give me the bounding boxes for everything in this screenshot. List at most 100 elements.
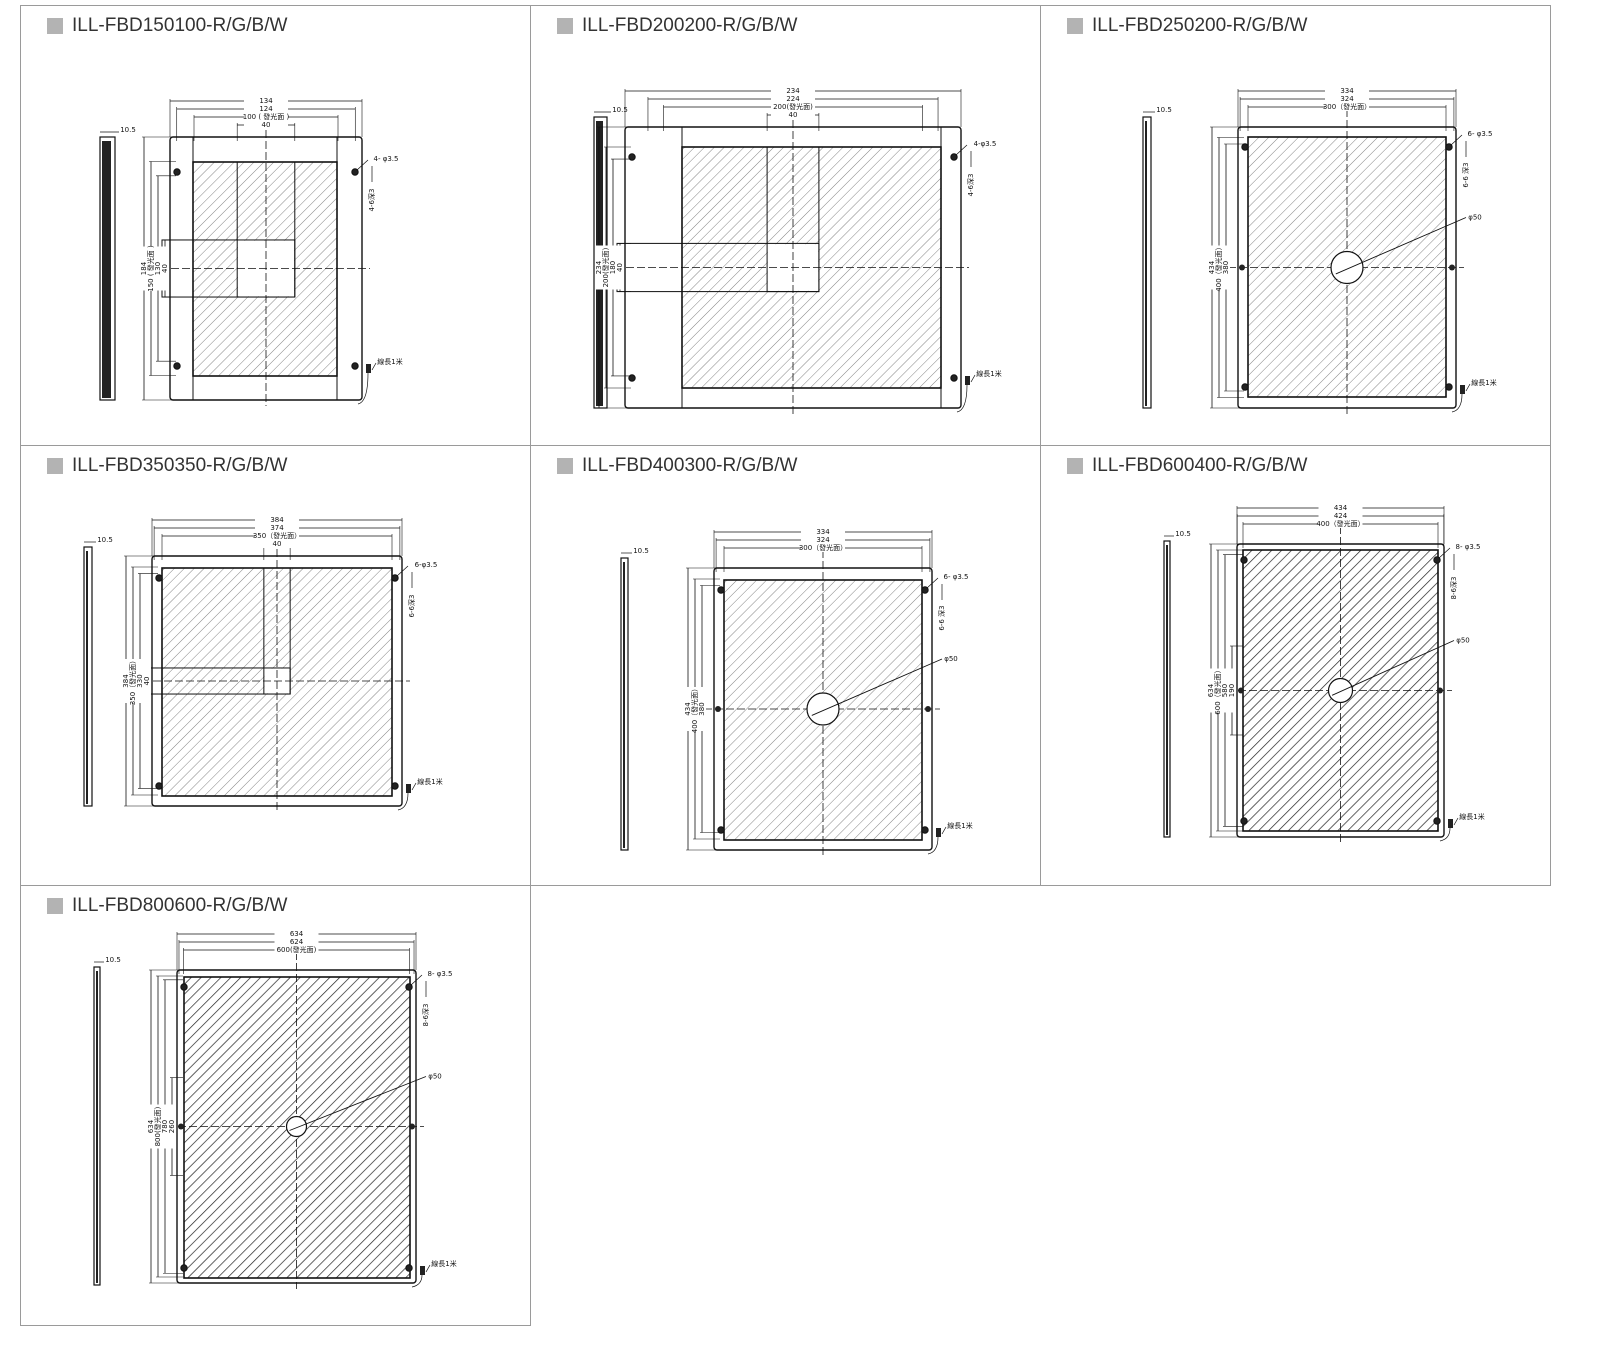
height-dimension-label: 634: [147, 1119, 155, 1133]
height-dimension-label: 180: [609, 261, 617, 274]
leader-line: [410, 974, 423, 986]
connector-icon: [406, 784, 411, 793]
leader-line: [811, 658, 943, 716]
connector-icon: [366, 364, 371, 373]
cable-length-label: 線長1米: [431, 1259, 456, 1268]
title-square-icon: [1067, 18, 1083, 34]
label-background: [771, 103, 815, 111]
label-background: [274, 946, 319, 954]
side-view-body: [1166, 545, 1168, 835]
connector-icon: [1448, 819, 1453, 828]
width-dimension-label: 400（發光面）: [1316, 519, 1364, 528]
height-dimension-label: 384: [122, 674, 130, 688]
height-dimension-label: 200(發光面): [601, 247, 610, 287]
label-background: [255, 532, 299, 540]
cable: [1439, 827, 1451, 842]
width-dimension-label: 634: [290, 930, 304, 938]
product-title-text: ILL-FBD600400-R/G/B/W: [1092, 455, 1308, 476]
hole-spec-label: 8- φ3.5: [428, 970, 453, 978]
label-background: [244, 121, 288, 129]
hole-spec-label: 6- φ3.5: [944, 573, 969, 581]
product-cell: ILL-FBD800600-R/G/B/W: [20, 885, 531, 1326]
label-background: [771, 111, 815, 119]
hole-spec-label: 4- φ3.5: [374, 155, 399, 163]
width-dimension-label: 624: [290, 938, 304, 946]
product-title-text: ILL-FBD800600-R/G/B/W: [72, 895, 288, 916]
label-background: [1228, 668, 1236, 713]
connector-icon: [420, 1266, 425, 1275]
mounting-hole-icon: [180, 983, 188, 991]
leader-line: [396, 565, 409, 577]
label-background: [602, 245, 610, 290]
label-background: [616, 245, 624, 290]
depth-spec-label: 4-6深3: [367, 189, 376, 212]
mounting-hole-icon: [1239, 264, 1245, 271]
width-dimension-label: 350（發光面）: [253, 531, 301, 540]
height-dimension-label: 40: [161, 264, 169, 273]
thickness-label: 10.5: [120, 126, 136, 134]
connector-icon: [1460, 385, 1465, 394]
label-background: [595, 245, 603, 290]
height-dimension-label: 580: [1221, 684, 1229, 697]
diameter-label: φ50: [1468, 214, 1482, 222]
depth-spec-label: 6-6 深3: [937, 605, 946, 630]
label-background: [698, 687, 706, 731]
depth-spec-label: 4-6深3: [966, 174, 975, 197]
leader-line: [289, 1076, 427, 1131]
width-dimension-label: 300（發光面）: [1323, 102, 1371, 111]
mounting-hole-icon: [1238, 687, 1244, 694]
mounting-hole-icon: [628, 153, 636, 161]
cable: [397, 792, 409, 811]
title-square-icon: [557, 458, 573, 474]
product-title: ILL-FBD600400-R/G/B/W: [1067, 455, 1307, 477]
label-background: [147, 246, 155, 291]
hole-spec-label: 6- φ3.5: [1468, 130, 1493, 138]
mounting-hole-icon: [351, 362, 359, 370]
label-background: [1207, 668, 1215, 713]
label-background: [244, 97, 288, 105]
label-background: [1222, 245, 1230, 290]
label-background: [244, 113, 288, 121]
mounting-hole-icon: [1449, 264, 1455, 271]
label-background: [147, 1104, 155, 1149]
height-dimension-label: 40: [143, 677, 151, 686]
width-dimension-label: 300（發光面）: [799, 543, 847, 552]
label-background: [255, 540, 299, 548]
diameter-label: φ50: [428, 1073, 442, 1081]
side-view-body: [96, 971, 98, 1283]
leader-line: [1331, 640, 1455, 696]
label-background: [771, 95, 815, 103]
product-title: ILL-FBD250200-R/G/B/W: [1067, 15, 1307, 37]
label-background: [691, 687, 699, 731]
title-square-icon: [557, 18, 573, 34]
mounting-hole-icon: [925, 706, 931, 712]
label-background: [154, 246, 162, 291]
width-dimension-label: 40: [273, 540, 282, 548]
width-dimension-label: 600(發光面): [277, 945, 317, 954]
leader-line: [1450, 134, 1463, 146]
label-background: [143, 659, 151, 703]
side-view-body: [86, 551, 88, 804]
height-dimension-label: 330: [136, 674, 144, 687]
depth-spec-label: 6-6深3: [407, 595, 416, 618]
mounting-hole-icon: [155, 782, 163, 790]
label-background: [140, 246, 148, 291]
height-dimension-label: 130: [154, 262, 162, 275]
height-dimension-label: 800(發光面): [153, 1106, 162, 1146]
mounting-hole-icon: [391, 574, 399, 582]
width-dimension-label: 334: [1340, 87, 1354, 95]
thickness-label: 10.5: [633, 547, 649, 555]
height-dimension-label: 400（發光面）: [690, 685, 699, 733]
height-dimension-label: 434: [1208, 260, 1216, 274]
mounting-hole-icon: [405, 1264, 413, 1272]
leader-line: [970, 374, 976, 383]
width-dimension-label: 40: [262, 121, 271, 129]
height-dimension-label: 190: [1228, 684, 1236, 697]
thickness-label: 10.5: [1156, 106, 1172, 114]
width-dimension-label: 384: [270, 516, 284, 524]
height-dimension-label: 434: [684, 702, 692, 716]
